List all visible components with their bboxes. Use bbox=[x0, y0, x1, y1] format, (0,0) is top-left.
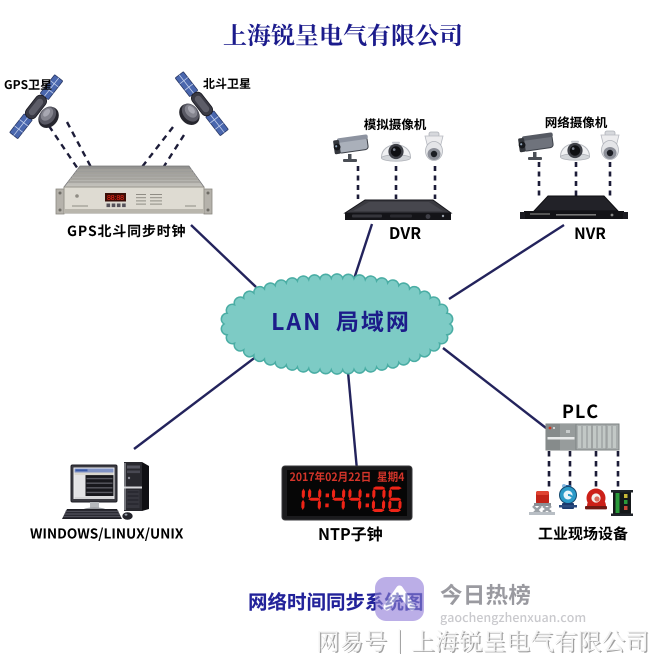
svg-text:88:88: 88:88 bbox=[107, 195, 124, 202]
